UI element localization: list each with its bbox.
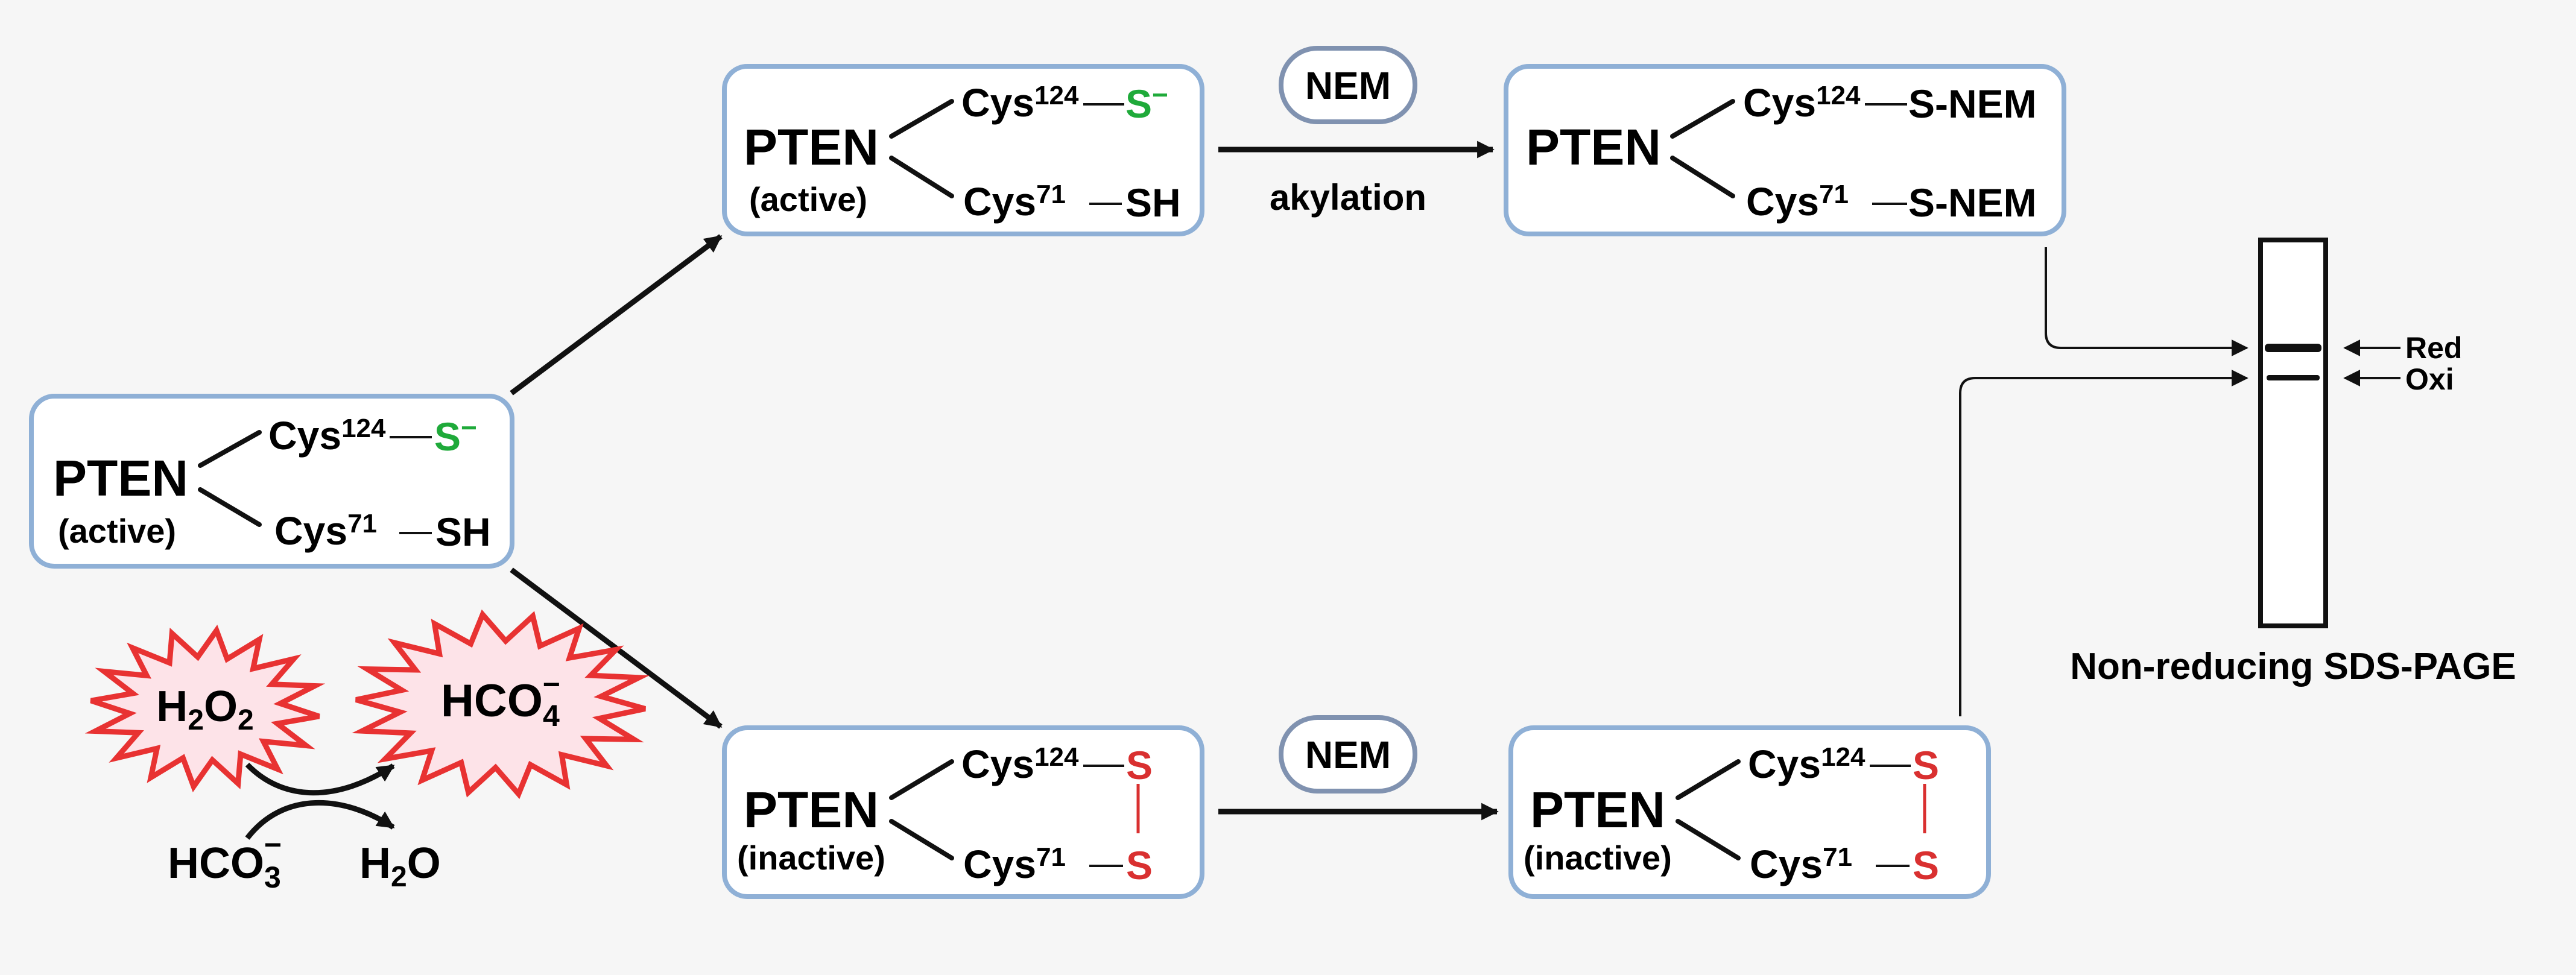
gel-lane [2258, 238, 2328, 628]
cys71-label: Cys71 [963, 179, 1066, 224]
bond-line [889, 99, 954, 139]
cys71-label: Cys71 [1750, 842, 1852, 886]
thiol-group: SH [1125, 180, 1181, 225]
state-label: (inactive) [1524, 839, 1672, 877]
box-outline [29, 394, 514, 569]
nem-reagent-top: NEM [1279, 46, 1417, 124]
curved-arrow-to-hco4 [245, 762, 395, 796]
pill-outline [1279, 46, 1417, 124]
hco3-label: HCO3− [168, 828, 282, 894]
thiolate-group: S− [434, 412, 477, 459]
cys71-label: Cys71 [963, 842, 1066, 886]
pten-bottom-inactive-box: PTEN (inactive) Cys124 S Cys71 S [722, 725, 1204, 899]
connector-inactive [1959, 370, 2248, 716]
bond-line [1676, 759, 1741, 800]
protein-label: PTEN [1530, 781, 1665, 838]
box-outline [1504, 64, 2066, 236]
state-label: (active) [58, 512, 176, 550]
pten-nem-labeled-box: PTEN Cys124 S-NEM Cys71 S-NEM [1504, 64, 2066, 236]
band-reduced [2265, 344, 2321, 352]
cys124-label: Cys124 [1743, 80, 1861, 125]
pten-start-box: PTEN (active) Cys124 S− Cys71 SH [29, 394, 514, 569]
nem-adduct: S-NEM [1908, 180, 2037, 225]
burst-shape [352, 609, 650, 800]
bond-line [889, 156, 954, 198]
bond-line [1670, 156, 1735, 198]
cys71-label: Cys71 [1746, 179, 1849, 224]
nem-adduct: S-NEM [1908, 81, 2037, 126]
cys124-label: Cys124 [1748, 742, 1866, 786]
cys124-label: Cys124 [961, 80, 1079, 125]
sulfur-atom: S [1126, 743, 1153, 787]
box-outline [1508, 725, 1991, 899]
thiolate-group: S− [1125, 79, 1168, 126]
pten-top-active-box: PTEN (active) Cys124 S− Cys71 SH [722, 64, 1204, 236]
nem-label: NEM [1305, 733, 1391, 777]
hco4-burst: HCO4− [352, 609, 650, 800]
gel-outline [2258, 238, 2328, 628]
cys71-label: Cys71 [274, 508, 377, 553]
sulfur-atom: S [1913, 743, 1939, 787]
h2o2-label: H2O2 [156, 683, 253, 736]
curved-arrow-to-h2o [245, 800, 395, 840]
protein-label: PTEN [53, 450, 188, 506]
connector-nem-labeled [2045, 247, 2248, 356]
bond-line [889, 759, 954, 800]
bond-line [198, 487, 262, 527]
hco4-label: HCO4− [441, 667, 560, 733]
reaction-label: akylation [1270, 177, 1426, 218]
band-oxidized [2267, 375, 2320, 380]
pill-outline [1279, 715, 1417, 794]
box-outline [722, 725, 1204, 899]
state-label: (active) [749, 180, 867, 218]
sulfur-atom: S [1126, 843, 1153, 888]
cys124-label: Cys124 [961, 742, 1079, 786]
band-label-oxi: Oxi [2405, 362, 2454, 396]
pten-bottom-right-inactive-box: PTEN (inactive) Cys124 S Cys71 S [1508, 725, 1991, 899]
h2o-label: H2O [359, 839, 441, 893]
bond-line [1676, 819, 1741, 860]
sulfur-atom: S [1913, 843, 1939, 888]
nem-reagent-bottom: NEM [1279, 715, 1417, 794]
burst-shape [84, 625, 326, 792]
state-label: (inactive) [737, 839, 885, 877]
protein-label: PTEN [744, 781, 879, 838]
gel-title: Non-reducing SDS-PAGE [2070, 646, 2516, 687]
bond-line [198, 430, 262, 468]
cys124-label: Cys124 [268, 413, 386, 458]
protein-label: PTEN [1526, 119, 1661, 175]
protein-label: PTEN [744, 119, 879, 175]
bond-line [889, 819, 954, 860]
arrow-to-active [510, 234, 723, 396]
box-outline [722, 64, 1204, 236]
thiol-group: SH [435, 510, 491, 554]
nem-label: NEM [1305, 64, 1391, 107]
band-label-red: Red [2405, 331, 2462, 365]
h2o2-burst: H2O2 [84, 625, 326, 792]
bond-line [1670, 99, 1735, 139]
